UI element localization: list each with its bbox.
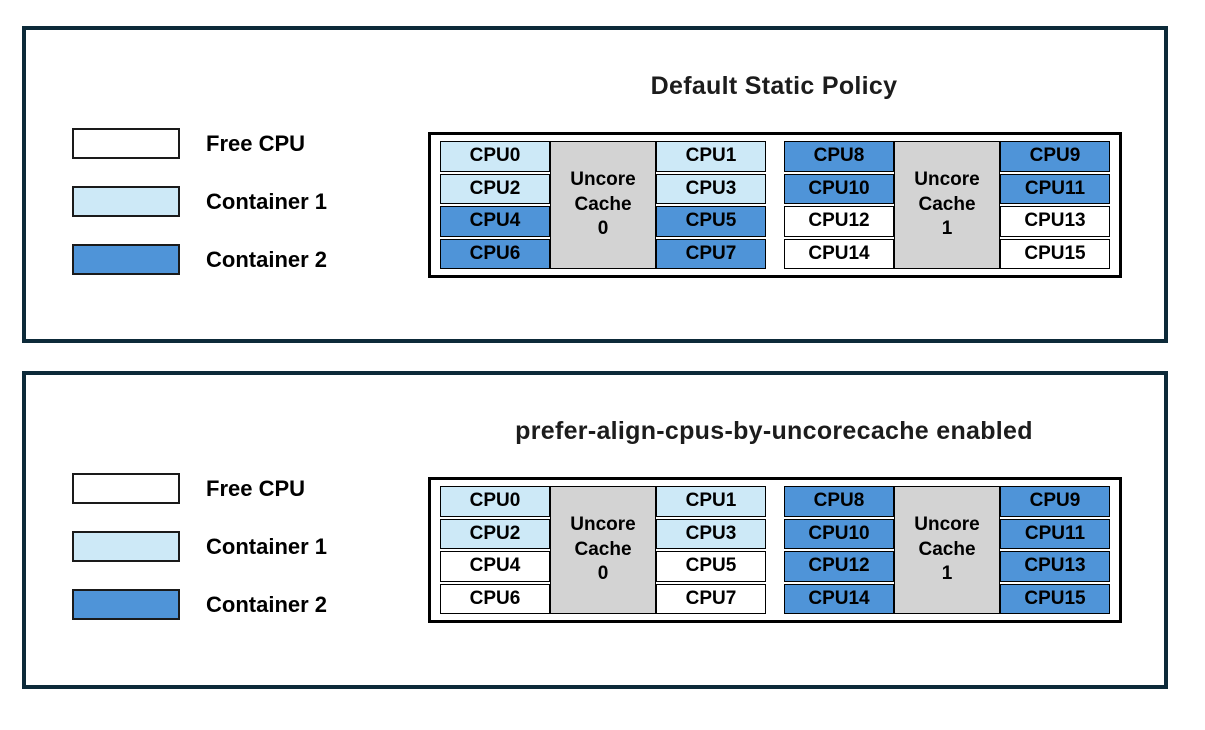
- uncore-cache-label-line: Cache: [918, 193, 976, 215]
- legend-label-container2: Container 2: [206, 591, 328, 617]
- panel-default-static-policy: Default Static Policy Free CPU Container …: [22, 26, 1168, 343]
- uncore-cache-label-line: Uncore: [914, 168, 980, 190]
- cpu-cell-cpu15: CPU15: [1000, 583, 1110, 614]
- cpu-cell-cpu5: CPU5: [656, 551, 766, 582]
- cpu-cell-cpu7: CPU7: [656, 583, 766, 614]
- legend-swatch-container1: [72, 531, 180, 562]
- cpu-cell-cpu7: CPU7: [656, 238, 766, 269]
- legend-item-container1: Container 1: [72, 186, 327, 217]
- legend-swatch-container1: [72, 186, 180, 217]
- uncore-cache-label-line: Uncore: [570, 513, 636, 535]
- cpu-cell-cpu12: CPU12: [784, 551, 894, 582]
- cpu-cell-cpu10: CPU10: [784, 518, 894, 549]
- cpu-cell-cpu1: CPU1: [656, 141, 766, 172]
- legend-swatch-free: [72, 128, 180, 159]
- cpu-cell-cpu6: CPU6: [440, 238, 550, 269]
- legend-label-free: Free CPU: [206, 475, 306, 501]
- cpu-cell-cpu2: CPU2: [440, 518, 550, 549]
- cpu-cell-cpu14: CPU14: [784, 583, 894, 614]
- cpu-cell-cpu13: CPU13: [1000, 206, 1110, 237]
- uncore-cache-label-line: Cache: [574, 193, 632, 215]
- cpu-cell-cpu8: CPU8: [784, 486, 894, 517]
- cpu-cell-cpu12: CPU12: [784, 206, 894, 237]
- legend-label-container1: Container 1: [206, 188, 328, 214]
- legend-item-container2: Container 2: [72, 244, 327, 275]
- legend-label-container2: Container 2: [206, 246, 328, 272]
- uncore-cache-label-line: Cache: [574, 538, 632, 560]
- uncore-cache-label-line: Cache: [918, 538, 976, 560]
- cpu-cell-cpu0: CPU0: [440, 486, 550, 517]
- cpu-cell-cpu11: CPU11: [1000, 518, 1110, 549]
- panel-title: prefer-align-cpus-by-uncorecache enabled: [515, 417, 1033, 445]
- panel-prefer-align-cpus-by-uncorecache: prefer-align-cpus-by-uncorecache enabled…: [22, 371, 1168, 689]
- cpu-cell-cpu5: CPU5: [656, 206, 766, 237]
- legend-item-free: Free CPU: [72, 473, 327, 504]
- cpu-cell-cpu11: CPU11: [1000, 173, 1110, 204]
- cpu-cell-cpu4: CPU4: [440, 206, 550, 237]
- cpu-cell-cpu14: CPU14: [784, 238, 894, 269]
- legend-label-container1: Container 1: [206, 533, 328, 559]
- legend-label-free: Free CPU: [206, 130, 306, 156]
- cpu-cell-cpu0: CPU0: [440, 141, 550, 172]
- cpu-cell-cpu8: CPU8: [784, 141, 894, 172]
- legend: Free CPU Container 1 Container 2: [72, 473, 327, 620]
- legend-swatch-free: [72, 473, 180, 504]
- cpu-cell-cpu4: CPU4: [440, 551, 550, 582]
- panel-title: Default Static Policy: [650, 72, 898, 100]
- legend-item-free: Free CPU: [72, 128, 327, 159]
- legend-swatch-container2: [72, 589, 180, 620]
- cpu-cell-cpu6: CPU6: [440, 583, 550, 614]
- cpu-cell-cpu13: CPU13: [1000, 551, 1110, 582]
- legend-swatch-container2: [72, 244, 180, 275]
- cpu-cell-cpu2: CPU2: [440, 173, 550, 204]
- legend: Free CPU Container 1 Container 2: [72, 128, 327, 275]
- cpu-cell-cpu3: CPU3: [656, 518, 766, 549]
- uncore-cache-label-line: 0: [597, 563, 609, 585]
- cpu-cell-cpu9: CPU9: [1000, 486, 1110, 517]
- uncore-cache-label-line: 1: [941, 218, 953, 240]
- uncore-cache-label-line: 0: [597, 218, 609, 240]
- cpu-cell-cpu1: CPU1: [656, 486, 766, 517]
- uncore-cache-label-line: 1: [941, 563, 953, 585]
- uncore-cache-label-line: Uncore: [570, 168, 636, 190]
- legend-item-container2: Container 2: [72, 589, 327, 620]
- uncore-cache-label-line: Uncore: [914, 513, 980, 535]
- cpu-cell-cpu3: CPU3: [656, 173, 766, 204]
- legend-item-container1: Container 1: [72, 531, 327, 562]
- cpu-cell-cpu10: CPU10: [784, 173, 894, 204]
- cpu-cell-cpu9: CPU9: [1000, 141, 1110, 172]
- cpu-cell-cpu15: CPU15: [1000, 238, 1110, 269]
